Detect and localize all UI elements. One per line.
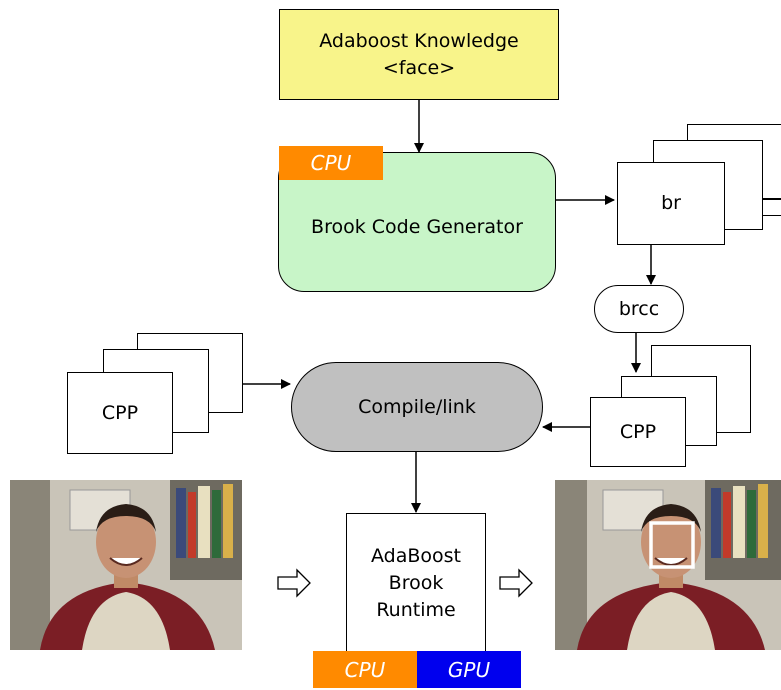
runtime-label-line3: Runtime bbox=[376, 598, 456, 621]
runtime-label-line1: AdaBoost bbox=[371, 544, 461, 567]
compile-label: Compile/link bbox=[358, 395, 476, 418]
person-photo-icon bbox=[10, 480, 242, 650]
adaboost-brook-runtime-box: AdaBoost Brook Runtime bbox=[346, 513, 486, 653]
cpp-left-box: CPP bbox=[67, 372, 173, 454]
adaboost-knowledge-box: Adaboost Knowledge <face> bbox=[279, 9, 559, 100]
brcc-label: brcc bbox=[618, 297, 660, 320]
brcc-compiler-node: brcc bbox=[594, 285, 684, 333]
br-file-box: br bbox=[617, 162, 725, 245]
br-label: br bbox=[661, 192, 681, 214]
hollow-arrow-output-icon bbox=[499, 568, 533, 598]
generator-cpu-label: CPU bbox=[310, 151, 352, 175]
output-photo bbox=[555, 480, 781, 650]
hollow-arrow-input-icon bbox=[277, 568, 311, 598]
knowledge-label-line1: Adaboost Knowledge bbox=[319, 29, 519, 52]
compile-link-box: Compile/link bbox=[291, 362, 543, 452]
runtime-cpu-label: CPU bbox=[344, 657, 386, 682]
cpp-left-label: CPP bbox=[101, 401, 139, 424]
knowledge-label-line2: <face> bbox=[382, 56, 456, 79]
runtime-gpu-label: GPU bbox=[447, 657, 491, 682]
runtime-label-line2: Brook bbox=[388, 571, 444, 594]
runtime-cpu-badge: CPU bbox=[313, 651, 417, 688]
face-detection-box bbox=[649, 521, 695, 569]
runtime-gpu-badge: GPU bbox=[417, 651, 521, 688]
br-stack-edge bbox=[763, 198, 781, 200]
person-photo-face-detected-icon bbox=[555, 480, 781, 650]
cpp-right-box: CPP bbox=[590, 397, 686, 467]
input-photo bbox=[10, 480, 242, 650]
generator-cpu-badge: CPU bbox=[279, 146, 383, 180]
cpp-right-label: CPP bbox=[619, 420, 657, 443]
generator-label: Brook Code Generator bbox=[311, 215, 523, 238]
